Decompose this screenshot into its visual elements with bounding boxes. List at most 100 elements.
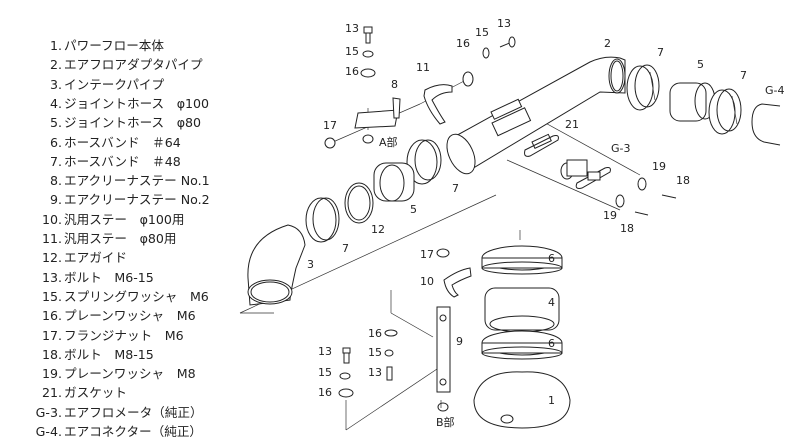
parts-list-item: 10.汎用ステー φ100用 [0, 210, 185, 229]
part-name: ジョイントホース φ100 [64, 95, 210, 111]
part-2-adapter-pipe [446, 56, 626, 175]
part-number: G-4. [35, 424, 62, 439]
callout-17: 17 [420, 248, 434, 261]
part-name: スプリングワッシャ M6 [64, 288, 209, 304]
part-name: ボルト M8-15 [64, 346, 154, 362]
callout-6: 6 [548, 337, 555, 350]
part-g4-air-connector [751, 103, 781, 146]
parts-list-item: 16.プレーンワッシャ M6 [0, 306, 196, 325]
callout-16: 16 [456, 37, 470, 50]
parts-list-item: 7.ホースバンド ＃48 [0, 152, 181, 171]
callout-2: 2 [604, 37, 611, 50]
part-name: 汎用ステー φ100用 [64, 211, 185, 227]
parts-list-item: 2.エアフロアダプタパイプ [0, 55, 203, 74]
part-number: 17. [41, 327, 62, 343]
fasteners [324, 26, 677, 398]
parts-list-item: 3.インテークパイプ [0, 75, 164, 94]
part-name: エアコネクター（純正） [64, 424, 203, 439]
parts-list-item: 21.ガスケット [0, 383, 127, 402]
callout-9: 9 [456, 335, 463, 348]
callout-13: 13 [318, 345, 332, 358]
parts-list-item: 8.エアクリーナステー No.1 [0, 171, 210, 190]
part-12-air-guide [344, 182, 374, 224]
parts-list-item: 6.ホースバンド ＃64 [0, 133, 181, 152]
part-5-joint-hose-upper [669, 82, 716, 122]
callout-18: 18 [620, 222, 634, 235]
part-number: 19. [41, 366, 62, 382]
part-number: 18. [41, 346, 62, 362]
part-number: 13. [41, 269, 62, 285]
parts-list-item: G-3.エアフロメータ（純正） [0, 403, 203, 422]
part-name: プレーンワッシャ M6 [64, 308, 196, 324]
callout-1: 1 [548, 394, 555, 407]
b-section-label: B部 [436, 415, 455, 429]
a-section-label: A部 [379, 135, 398, 149]
part-6-hose-band-lower [481, 330, 563, 360]
part-number: 21. [41, 385, 62, 401]
part-number: 4. [49, 95, 62, 111]
callout-11: 11 [416, 61, 430, 74]
parts-list-item: 17.フランジナット M6 [0, 326, 184, 345]
callout-7: 7 [342, 242, 349, 255]
callout-4: 4 [548, 296, 555, 309]
part-number: 12. [41, 250, 62, 266]
part-number: 1. [49, 38, 62, 53]
callout-19: 19 [603, 209, 617, 222]
part-name: エアガイド [64, 250, 127, 266]
parts-list-item: 19.プレーンワッシャ M8 [0, 364, 196, 383]
part-9-stay-bracket [436, 306, 451, 412]
callout-labels: 13 15 16 8 11 17 A部 16 15 13 2 7 5 7 G-4… [307, 17, 785, 429]
part-g3-airflow-meter [560, 159, 611, 189]
part-3-intake-pipe [247, 224, 306, 306]
part-name: エアフロアダプタパイプ [64, 57, 203, 73]
callout-7: 7 [452, 182, 459, 195]
callout-7: 7 [740, 69, 747, 82]
part-4-joint-hose [484, 287, 560, 333]
part-name: ガスケット [64, 385, 127, 401]
part-name: ホースバンド ＃48 [64, 153, 181, 169]
part-number: G-3. [35, 404, 62, 420]
part-number: 9. [49, 192, 62, 208]
callout-15: 15 [318, 366, 332, 379]
part-name: エアフロメータ（純正） [64, 404, 203, 420]
parts-list-item: 5.ジョイントホース φ80 [0, 113, 201, 132]
callout-15: 15 [345, 45, 359, 58]
parts-list-item: 18.ボルト M8-15 [0, 345, 154, 364]
callout-16: 16 [345, 65, 359, 78]
parts-list-item: G-4.エアコネクター（純正） [0, 422, 202, 441]
part-1-power-flow-body [473, 371, 571, 429]
callout-10: 10 [420, 275, 434, 288]
callout-g4: G-4 [765, 84, 785, 97]
part-number: 7. [49, 153, 62, 169]
part-name: エアクリーナステー No.2 [64, 192, 210, 208]
part-7-hose-band-upper-2 [708, 88, 742, 135]
callout-15: 15 [475, 26, 489, 39]
part-10-universal-stay [443, 267, 472, 298]
part-name: ホースバンド ＃64 [64, 134, 181, 150]
callout-13: 13 [345, 22, 359, 35]
callout-5: 5 [697, 58, 704, 71]
callout-3: 3 [307, 258, 314, 271]
part-7-hose-band-upper-1 [626, 64, 660, 111]
part-number: 10. [41, 211, 62, 227]
part-7-hose-band-lower-right [406, 139, 442, 185]
parts-list-item: 13.ボルト M6-15 [0, 268, 154, 287]
part-5-joint-hose-lower [373, 162, 415, 202]
part-name: プレーンワッシャ M8 [64, 366, 196, 382]
callout-13: 13 [368, 366, 382, 379]
part-21-gasket [524, 133, 559, 157]
part-number: 2. [49, 57, 62, 73]
callout-6: 6 [548, 252, 555, 265]
callout-17: 17 [323, 119, 337, 132]
part-name: ボルト M6-15 [64, 269, 154, 285]
callout-16: 16 [368, 327, 382, 340]
part-name: インテークパイプ [64, 76, 165, 92]
callout-15: 15 [368, 346, 382, 359]
part-number: 15. [41, 288, 62, 304]
part-name: フランジナット M6 [64, 327, 184, 343]
callout-16: 16 [318, 386, 332, 399]
callout-7: 7 [657, 46, 664, 59]
part-11-universal-stay [423, 84, 453, 125]
parts-list-item: 15.スプリングワッシャ M6 [0, 287, 209, 306]
part-8-stay-bracket [354, 97, 401, 129]
